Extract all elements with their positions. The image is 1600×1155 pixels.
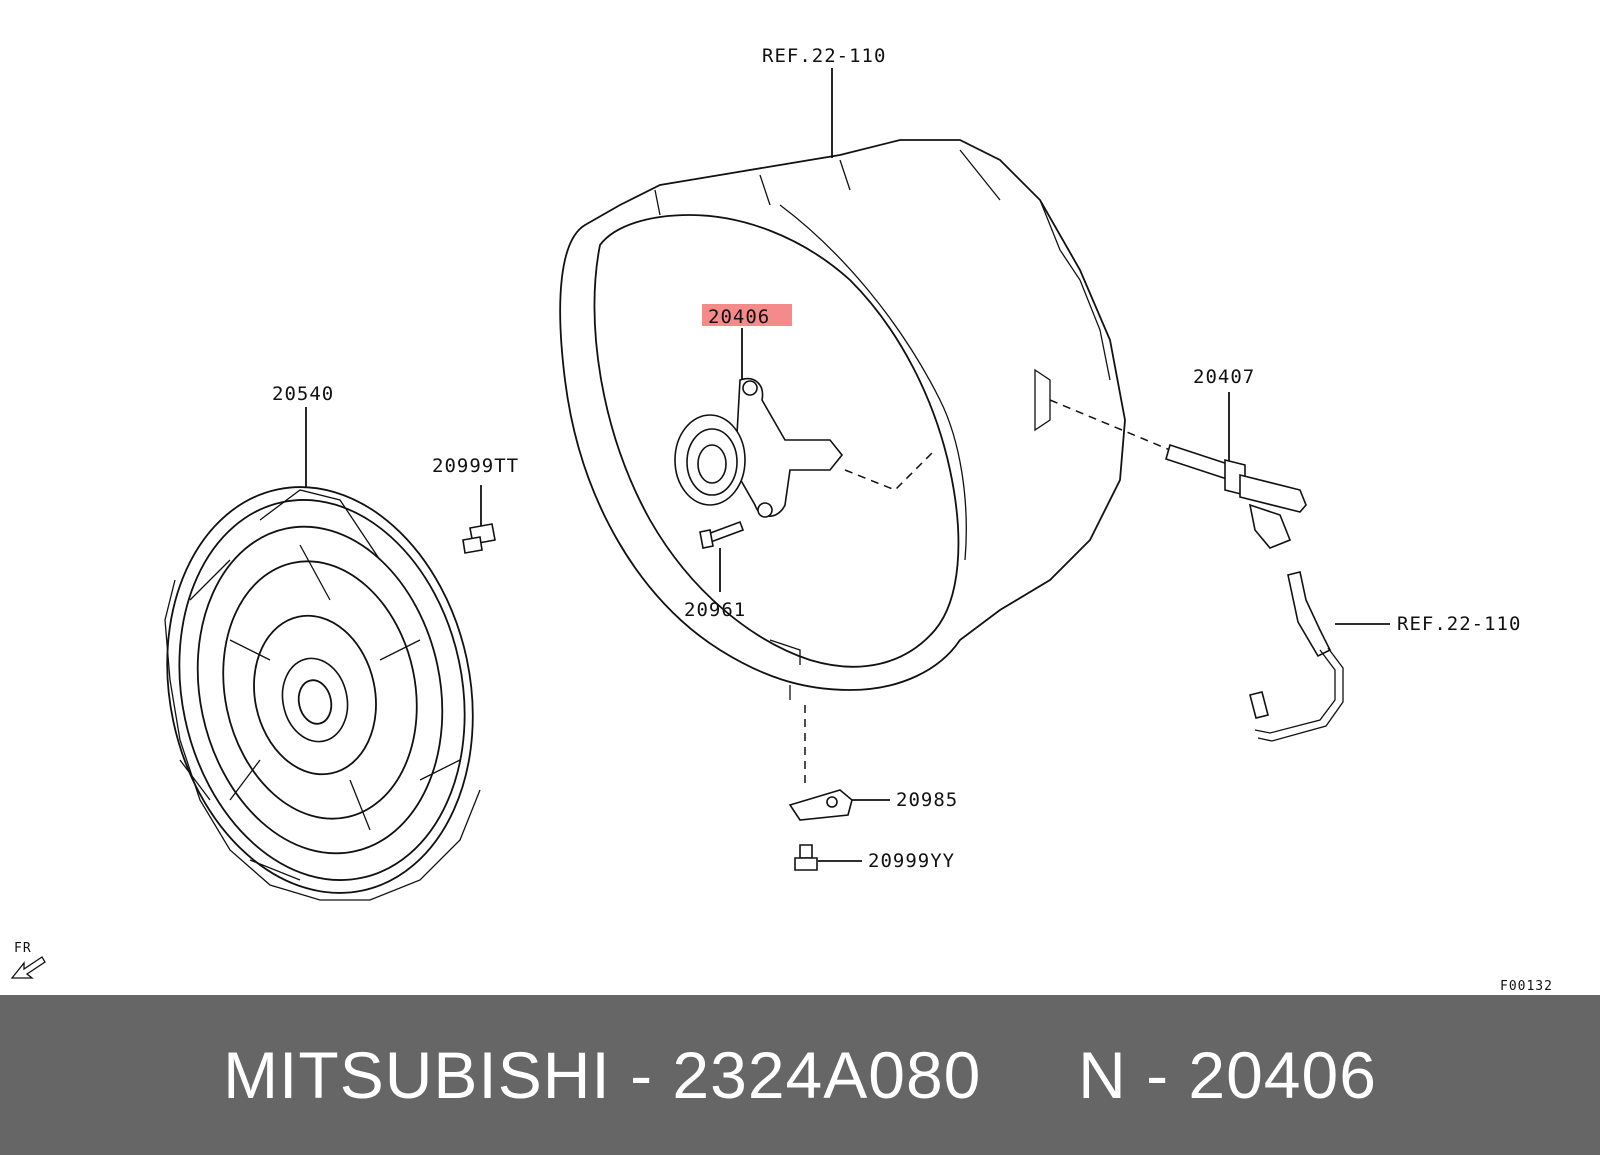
part-20540-label: 20540 [272, 383, 334, 405]
pipe-20407 [1165, 443, 1307, 549]
bolt-20999YY [794, 844, 818, 871]
highlight-box [702, 304, 792, 326]
parts-diagram: REF.22-110 20406 20961 20540 20999TT [10, 45, 1553, 994]
part-20407-label: 20407 [1193, 366, 1255, 388]
bolt-20999TT [462, 523, 496, 554]
ref-right-label: REF.22-110 [1397, 613, 1521, 635]
bracket-20985 [788, 789, 853, 821]
figure-code: F00132 [1500, 979, 1553, 994]
part-20961-label: 20961 [684, 599, 746, 621]
part-20985-label: 20985 [896, 789, 958, 811]
clutch-cover-assembly [164, 486, 481, 901]
bolt-20961 [699, 520, 745, 592]
front-arrow-icon [10, 956, 46, 979]
slave-cylinder-part [674, 378, 936, 518]
ref-top-label: REF.22-110 [762, 45, 886, 67]
fr-label: FR [14, 941, 32, 956]
clutch-line-part [1249, 571, 1344, 742]
part-20999YY-label: 20999YY [868, 850, 955, 872]
part-number-text: MITSUBISHI - 2324A080 N - 20406 [223, 1038, 1377, 1112]
part-20999TT-label: 20999TT [432, 455, 519, 477]
part-20406-label: 20406 [708, 306, 770, 328]
part-number-banner: MITSUBISHI - 2324A080 N - 20406 [0, 995, 1600, 1155]
transmission-housing [559, 139, 1126, 700]
pipe-dash-line [1049, 399, 1171, 451]
